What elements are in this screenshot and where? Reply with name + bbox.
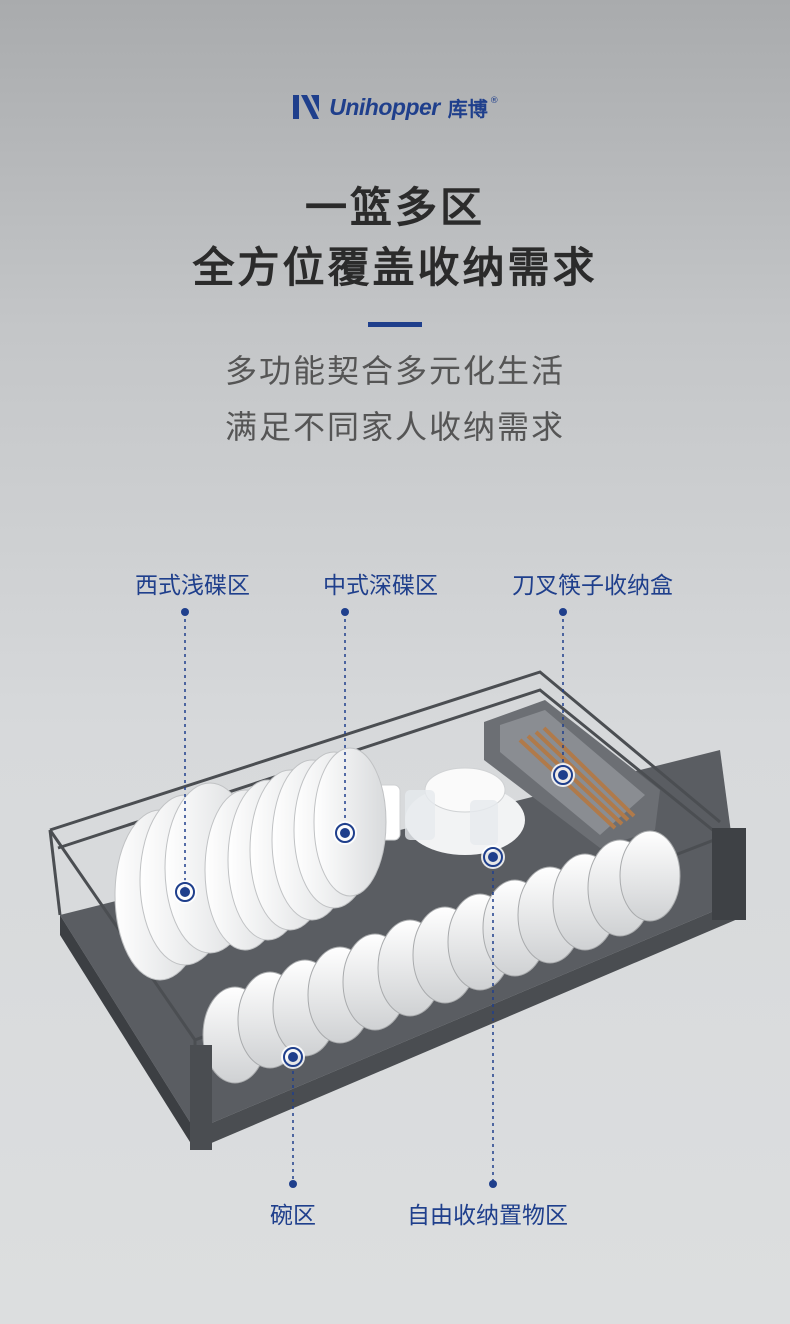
- callout-lines: [184, 612, 564, 1184]
- callout-targets: [173, 763, 575, 1069]
- target-chinese-plate: [333, 821, 357, 845]
- brand-logo: Unihopper 库博 ®: [0, 92, 790, 122]
- headline-line-1: 一篮多区: [304, 183, 485, 232]
- callout-dots: [181, 608, 567, 1188]
- callout-dot-free-bottom: [489, 1180, 497, 1188]
- target-western-plate: [173, 880, 197, 904]
- chinese-plates: [204, 747, 387, 951]
- target-free-zone: [481, 845, 505, 869]
- target-cutlery: [551, 763, 575, 787]
- headline-line-2: 全方位覆盖收纳需求: [192, 243, 598, 292]
- callout-dot-chinese-top: [341, 608, 349, 616]
- label-bowl-zone: 碗区: [270, 1203, 316, 1229]
- brand-name: Unihopper: [329, 93, 440, 120]
- subline-line-2: 满足不同家人收纳需求: [224, 408, 565, 446]
- brand-mark-icon: [293, 95, 320, 119]
- label-cutlery-box: 刀叉筷子收纳盒: [512, 573, 673, 599]
- callout-dot-bowl-bottom: [289, 1180, 297, 1188]
- basket-front-frame: [190, 828, 746, 1150]
- subline-line-1: 多功能契合多元化生活: [224, 352, 565, 390]
- accent-divider: [368, 322, 422, 327]
- label-chinese-plate-zone: 中式深碟区: [323, 573, 438, 599]
- cups-and-glasses: [359, 767, 525, 855]
- label-free-zone: 自由收纳置物区: [407, 1203, 568, 1229]
- target-bowl: [281, 1045, 305, 1069]
- bowls-row: [202, 830, 681, 1084]
- label-western-plate-zone: 西式浅碟区: [135, 573, 250, 599]
- registered-mark: ®: [489, 96, 499, 106]
- callout-dot-cutlery-top: [559, 608, 567, 616]
- brand-name-cn: 库博: [447, 96, 488, 121]
- callout-dot-western-top: [181, 608, 189, 616]
